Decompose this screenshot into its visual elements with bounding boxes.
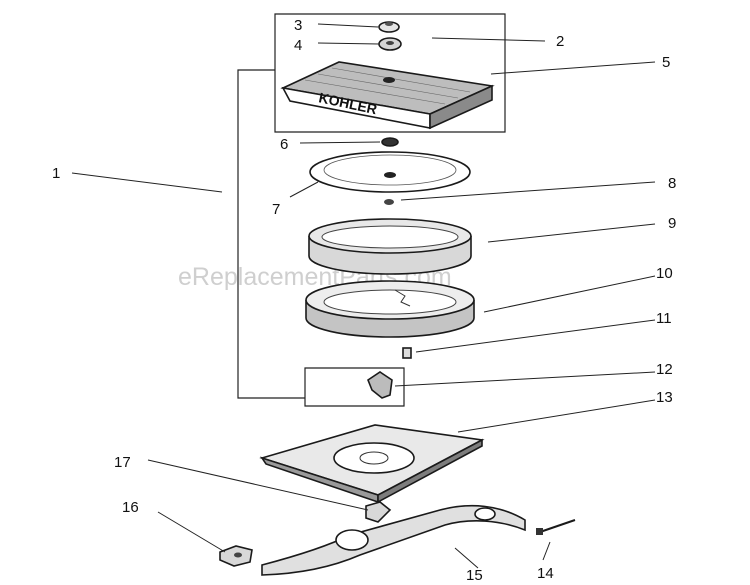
callout-16: 16 — [122, 499, 139, 516]
callout-3: 3 — [294, 17, 302, 34]
part-10-element — [305, 280, 475, 338]
callout-13: 13 — [656, 389, 673, 406]
callout-12: 12 — [656, 361, 673, 378]
part-13-base — [259, 424, 485, 504]
callout-15: 15 — [466, 567, 483, 584]
callout-7: 7 — [272, 201, 280, 218]
callout-4: 4 — [294, 37, 302, 54]
callout-11: 11 — [656, 310, 672, 327]
callout-6: 6 — [280, 136, 288, 153]
callout-5: 5 — [662, 54, 670, 71]
part-3-nut — [378, 21, 400, 33]
part-7-plate — [309, 151, 471, 193]
callout-10: 10 — [656, 265, 673, 282]
part-11-screw — [402, 347, 412, 359]
assembly-frame-1 — [237, 13, 506, 407]
callout-9: 9 — [668, 215, 676, 232]
part-6-knob — [381, 137, 399, 147]
leader-lines — [71, 23, 656, 569]
part-14-bolt — [536, 519, 576, 535]
callout-1: 1 — [52, 165, 60, 182]
callout-17: 17 — [114, 454, 131, 471]
part-4-washer — [378, 37, 402, 51]
part-15-elbow — [261, 504, 526, 576]
part-9-precleaner — [308, 218, 472, 275]
part-8-grommet — [384, 199, 394, 205]
callout-2: 2 — [556, 33, 564, 50]
part-12-bracket — [367, 371, 393, 399]
part-17-gasket — [365, 501, 392, 523]
part-5-cover: KOHLER — [280, 61, 495, 130]
callout-8: 8 — [668, 175, 676, 192]
part-16-gasket — [219, 545, 253, 567]
callout-14: 14 — [537, 565, 554, 582]
